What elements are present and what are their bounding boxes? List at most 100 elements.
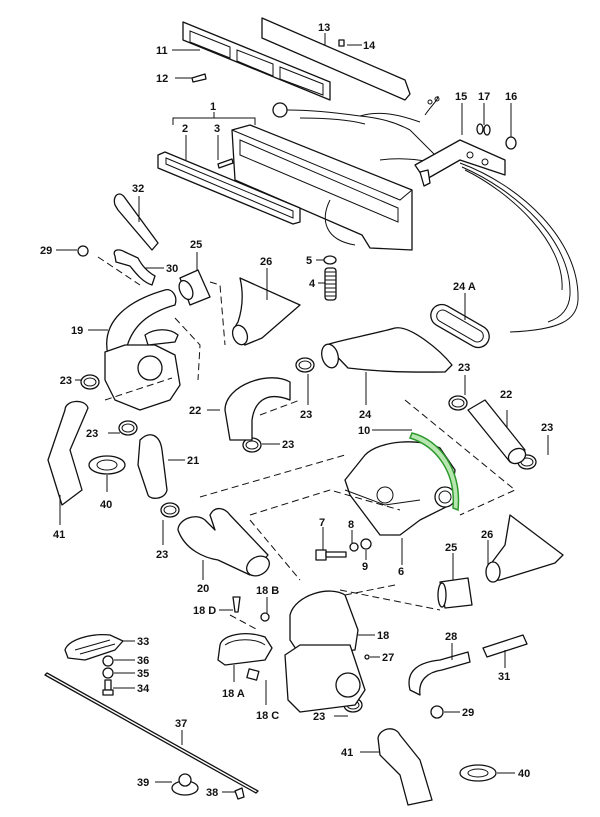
- callout-40-left: 40: [100, 499, 112, 511]
- callout-9: 9: [362, 561, 368, 573]
- part-21-hose: [137, 434, 168, 499]
- callout-3: 3: [214, 123, 220, 135]
- part-14-clip: [338, 39, 345, 47]
- callout-41-bottom: 41: [341, 747, 353, 759]
- callout-8: 8: [348, 519, 354, 531]
- part-27-oring: [364, 654, 370, 660]
- callout-23-h: 23: [313, 711, 325, 723]
- callout-33: 33: [137, 636, 149, 648]
- wiring-harness: [272, 95, 441, 163]
- part-10-gasket-highlighted: [409, 432, 460, 512]
- part-28-hose: [408, 651, 471, 696]
- part-33-cover: [64, 634, 124, 661]
- part-30-hose: [113, 249, 156, 286]
- part-3-screw: [217, 158, 234, 169]
- part-17-clips: [476, 123, 491, 136]
- callout-12: 12: [156, 73, 168, 85]
- callout-22-left: 22: [189, 405, 201, 417]
- callout-20: 20: [197, 583, 209, 595]
- callout-29-left: 29: [40, 245, 52, 257]
- part-18-heat-exchanger: [284, 590, 366, 713]
- part-26-funnel-right: [485, 514, 564, 583]
- callout-24: 24: [359, 409, 372, 421]
- part-23-clamp-b: [118, 420, 138, 436]
- callout-2: 2: [182, 123, 188, 135]
- part-18b-ring: [260, 612, 270, 622]
- callout-18: 18: [377, 630, 389, 642]
- part-29-clamp-right: [430, 705, 444, 719]
- part-18c-clip: [246, 668, 260, 681]
- callout-16: 16: [505, 91, 517, 103]
- part-31-hose: [482, 634, 528, 658]
- part-12-screw: [191, 73, 207, 83]
- callout-25-top: 25: [190, 239, 202, 251]
- callout-18c: 18 C: [256, 710, 279, 722]
- part-15-control-bracket: [414, 139, 579, 333]
- part-20-elbow-pipe: [177, 507, 270, 577]
- callout-18a: 18 A: [222, 688, 245, 700]
- callout-23-d: 23: [282, 439, 294, 451]
- part-25-sleeve: [178, 269, 211, 306]
- part-37-cable: [44, 672, 259, 794]
- part-40-ring: [88, 455, 126, 475]
- part-32-hose: [113, 193, 159, 251]
- callout-10: 10: [358, 425, 370, 437]
- callout-32: 32: [132, 183, 144, 195]
- part-24a-seal: [430, 303, 490, 349]
- part-26-funnel: [231, 277, 301, 346]
- part-34-screw: [102, 679, 114, 696]
- callout-24a: 24 A: [453, 281, 476, 293]
- callout-30: 30: [166, 263, 178, 275]
- callout-4: 4: [309, 278, 316, 290]
- part-23-clamp-d: [242, 437, 262, 453]
- callout-40-bottom: 40: [518, 768, 530, 780]
- part-41-elbow-hose-bottom: [377, 728, 433, 806]
- callout-1: 1: [210, 101, 216, 113]
- callout-34: 34: [137, 683, 150, 695]
- part-22-elbow: [224, 377, 291, 441]
- callout-41-left: 41: [53, 529, 65, 541]
- callout-23-a: 23: [60, 375, 72, 387]
- callout-23-e: 23: [458, 362, 470, 374]
- part-22-pipe: [467, 399, 527, 465]
- callout-35: 35: [137, 668, 149, 680]
- part-1-heater-box: [231, 124, 413, 251]
- callout-15: 15: [455, 91, 467, 103]
- callout-18d: 18 D: [193, 605, 216, 617]
- callout-14: 14: [363, 40, 376, 52]
- part-16-knob: [505, 136, 517, 150]
- callout-31: 31: [498, 671, 510, 683]
- callout-21: 21: [187, 455, 199, 467]
- part-5-clip: [323, 255, 337, 265]
- callout-23-f: 23: [541, 422, 553, 434]
- callout-29-right: 29: [462, 707, 474, 719]
- part-18a-cover: [217, 633, 273, 666]
- callout-6: 6: [398, 566, 404, 578]
- part-25-sleeve-right: [437, 577, 473, 609]
- part-39-grommet: [171, 773, 199, 796]
- callout-27: 27: [382, 652, 394, 664]
- callout-25-right: 25: [445, 542, 457, 554]
- part-2-gasket-frame: [157, 151, 301, 225]
- callout-22-right: 22: [500, 389, 512, 401]
- callout-36: 36: [137, 655, 149, 667]
- part-18d-screw: [232, 596, 241, 613]
- callout-labels: 1 2 3 4 5 6 7 8 9 10 11 12 13 14 15 16 1…: [40, 22, 553, 799]
- callout-26-right: 26: [481, 529, 493, 541]
- callout-39: 39: [137, 777, 149, 789]
- callout-11: 11: [156, 45, 168, 57]
- part-41-elbow-hose: [47, 400, 89, 506]
- callout-23-b: 23: [86, 428, 98, 440]
- part-4-bellows: [324, 267, 337, 301]
- part-13-trim-strip: [261, 17, 411, 101]
- callout-5: 5: [306, 255, 312, 267]
- part-23-clamp-a: [80, 374, 100, 390]
- callout-23-c: 23: [300, 409, 312, 421]
- callout-28: 28: [445, 631, 457, 643]
- part-7-bolt: [315, 549, 347, 561]
- part-38-clip: [234, 787, 245, 800]
- part-24-main-duct: [321, 327, 453, 373]
- part-23-clamp-c: [295, 357, 315, 373]
- callout-18b: 18 B: [256, 585, 279, 597]
- leader-lines: [56, 33, 549, 793]
